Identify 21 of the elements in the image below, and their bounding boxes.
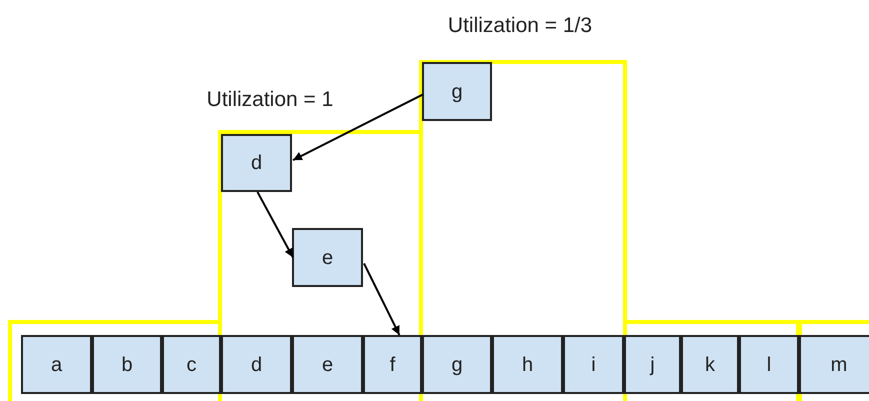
block-box: d [221,335,292,394]
block-box: a [21,335,92,394]
block-box: i [563,335,624,394]
block-box: e [292,228,363,287]
utilization-label: Utilization = 1/3 [448,14,592,37]
block-box: k [681,335,739,394]
block-box: l [739,335,799,394]
block-box: m [799,335,869,394]
block-box: g [422,335,492,394]
block-box: f [363,335,422,394]
block-box: e [292,335,363,394]
block-box: h [492,335,563,394]
arrow [256,192,294,258]
block-box: c [162,335,221,394]
block-box: b [92,335,162,394]
utilization-label: Utilization = 1 [206,88,334,111]
arrow [363,262,400,336]
block-box: g [422,62,492,121]
block-box: j [624,335,681,394]
block-box: d [221,134,292,192]
arrow [292,94,424,161]
